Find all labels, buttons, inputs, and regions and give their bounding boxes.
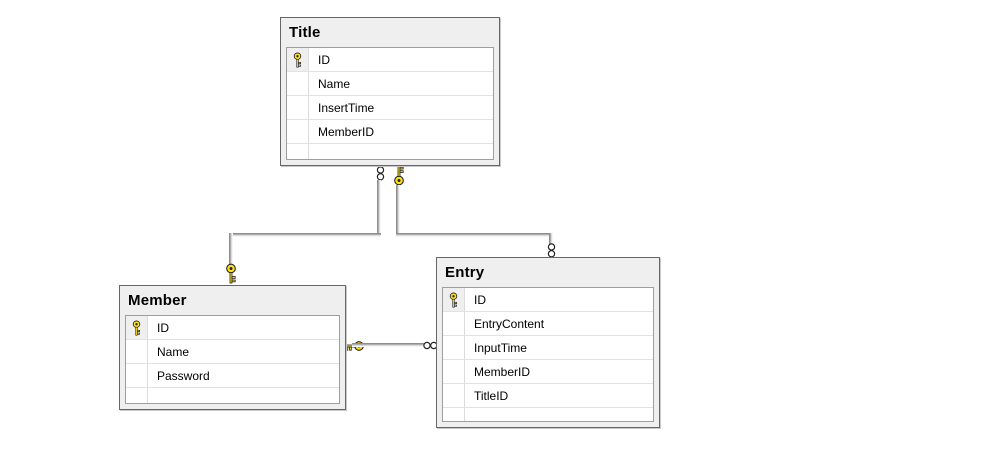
primary-key-icon: [132, 319, 141, 336]
primary-key-cell: [126, 316, 148, 339]
relationship-line-segment[interactable]: [352, 343, 426, 347]
key-column-cell: [126, 364, 148, 387]
key-column-cell: [443, 384, 465, 407]
table-row[interactable]: InputTime: [443, 336, 653, 360]
infinity-many-end-icon: [546, 243, 557, 258]
primary-key-cell: [287, 48, 309, 71]
relationship-line-segment[interactable]: [377, 180, 381, 237]
empty-cell: [309, 144, 318, 159]
table-row[interactable]: MemberID: [287, 120, 493, 144]
table-row[interactable]: Name: [287, 72, 493, 96]
column-name: TitleID: [474, 388, 509, 403]
table-entry[interactable]: Entry ID EntryContent InputTime MemberID: [436, 257, 660, 428]
key-column-cell: [443, 336, 465, 359]
column-name: Password: [157, 368, 210, 383]
infinity-many-end-icon: [375, 166, 386, 181]
key-one-end-icon: [393, 165, 405, 186]
table-member-grid: ID Name Password: [125, 315, 340, 404]
column-name: ID: [318, 52, 330, 67]
table-row[interactable]: ID: [443, 288, 653, 312]
key-column-cell: [443, 312, 465, 335]
key-one-end-icon: [225, 263, 237, 284]
table-row[interactable]: ID: [126, 316, 339, 340]
key-column-cell: [126, 340, 148, 363]
column-name: ID: [157, 320, 169, 335]
empty-cell: [148, 388, 157, 403]
primary-key-icon: [449, 291, 458, 308]
column-name: MemberID: [474, 364, 531, 379]
primary-key-icon: [293, 51, 302, 68]
empty-cell: [465, 408, 474, 421]
table-member[interactable]: Member ID Name Password: [119, 285, 346, 410]
table-row[interactable]: EntryContent: [443, 312, 653, 336]
key-column-cell: [287, 72, 309, 95]
table-title-header[interactable]: Title: [289, 24, 321, 41]
relationship-line-segment[interactable]: [229, 233, 233, 266]
column-name: InsertTime: [318, 100, 375, 115]
relationship-line-segment[interactable]: [549, 233, 553, 245]
table-row[interactable]: ID: [287, 48, 493, 72]
key-column-cell: [443, 408, 465, 421]
key-column-cell: [287, 120, 309, 143]
column-name: Name: [318, 76, 351, 91]
key-column-cell: [126, 388, 148, 403]
table-entry-header[interactable]: Entry: [445, 264, 485, 281]
table-row[interactable]: MemberID: [443, 360, 653, 384]
empty-column-row[interactable]: [287, 144, 493, 159]
column-name: EntryContent: [474, 316, 545, 331]
empty-column-row[interactable]: [443, 408, 653, 421]
table-row[interactable]: TitleID: [443, 384, 653, 408]
table-entry-grid: ID EntryContent InputTime MemberID Title…: [442, 287, 654, 422]
column-name: InputTime: [474, 340, 527, 355]
key-column-cell: [443, 360, 465, 383]
table-row[interactable]: Password: [126, 364, 339, 388]
table-row[interactable]: Name: [126, 340, 339, 364]
table-title[interactable]: Title ID Name InsertTime MemberID: [280, 17, 500, 166]
relationship-line-segment[interactable]: [229, 233, 381, 237]
relationship-line-segment[interactable]: [396, 233, 553, 237]
primary-key-cell: [443, 288, 465, 311]
column-name: Name: [157, 344, 190, 359]
relationship-line-segment[interactable]: [396, 185, 400, 237]
table-row[interactable]: InsertTime: [287, 96, 493, 120]
key-column-cell: [287, 144, 309, 159]
column-name: MemberID: [318, 124, 375, 139]
key-column-cell: [287, 96, 309, 119]
table-member-header[interactable]: Member: [128, 292, 187, 309]
table-title-grid: ID Name InsertTime MemberID: [286, 47, 494, 160]
column-name: ID: [474, 292, 486, 307]
empty-column-row[interactable]: [126, 388, 339, 403]
